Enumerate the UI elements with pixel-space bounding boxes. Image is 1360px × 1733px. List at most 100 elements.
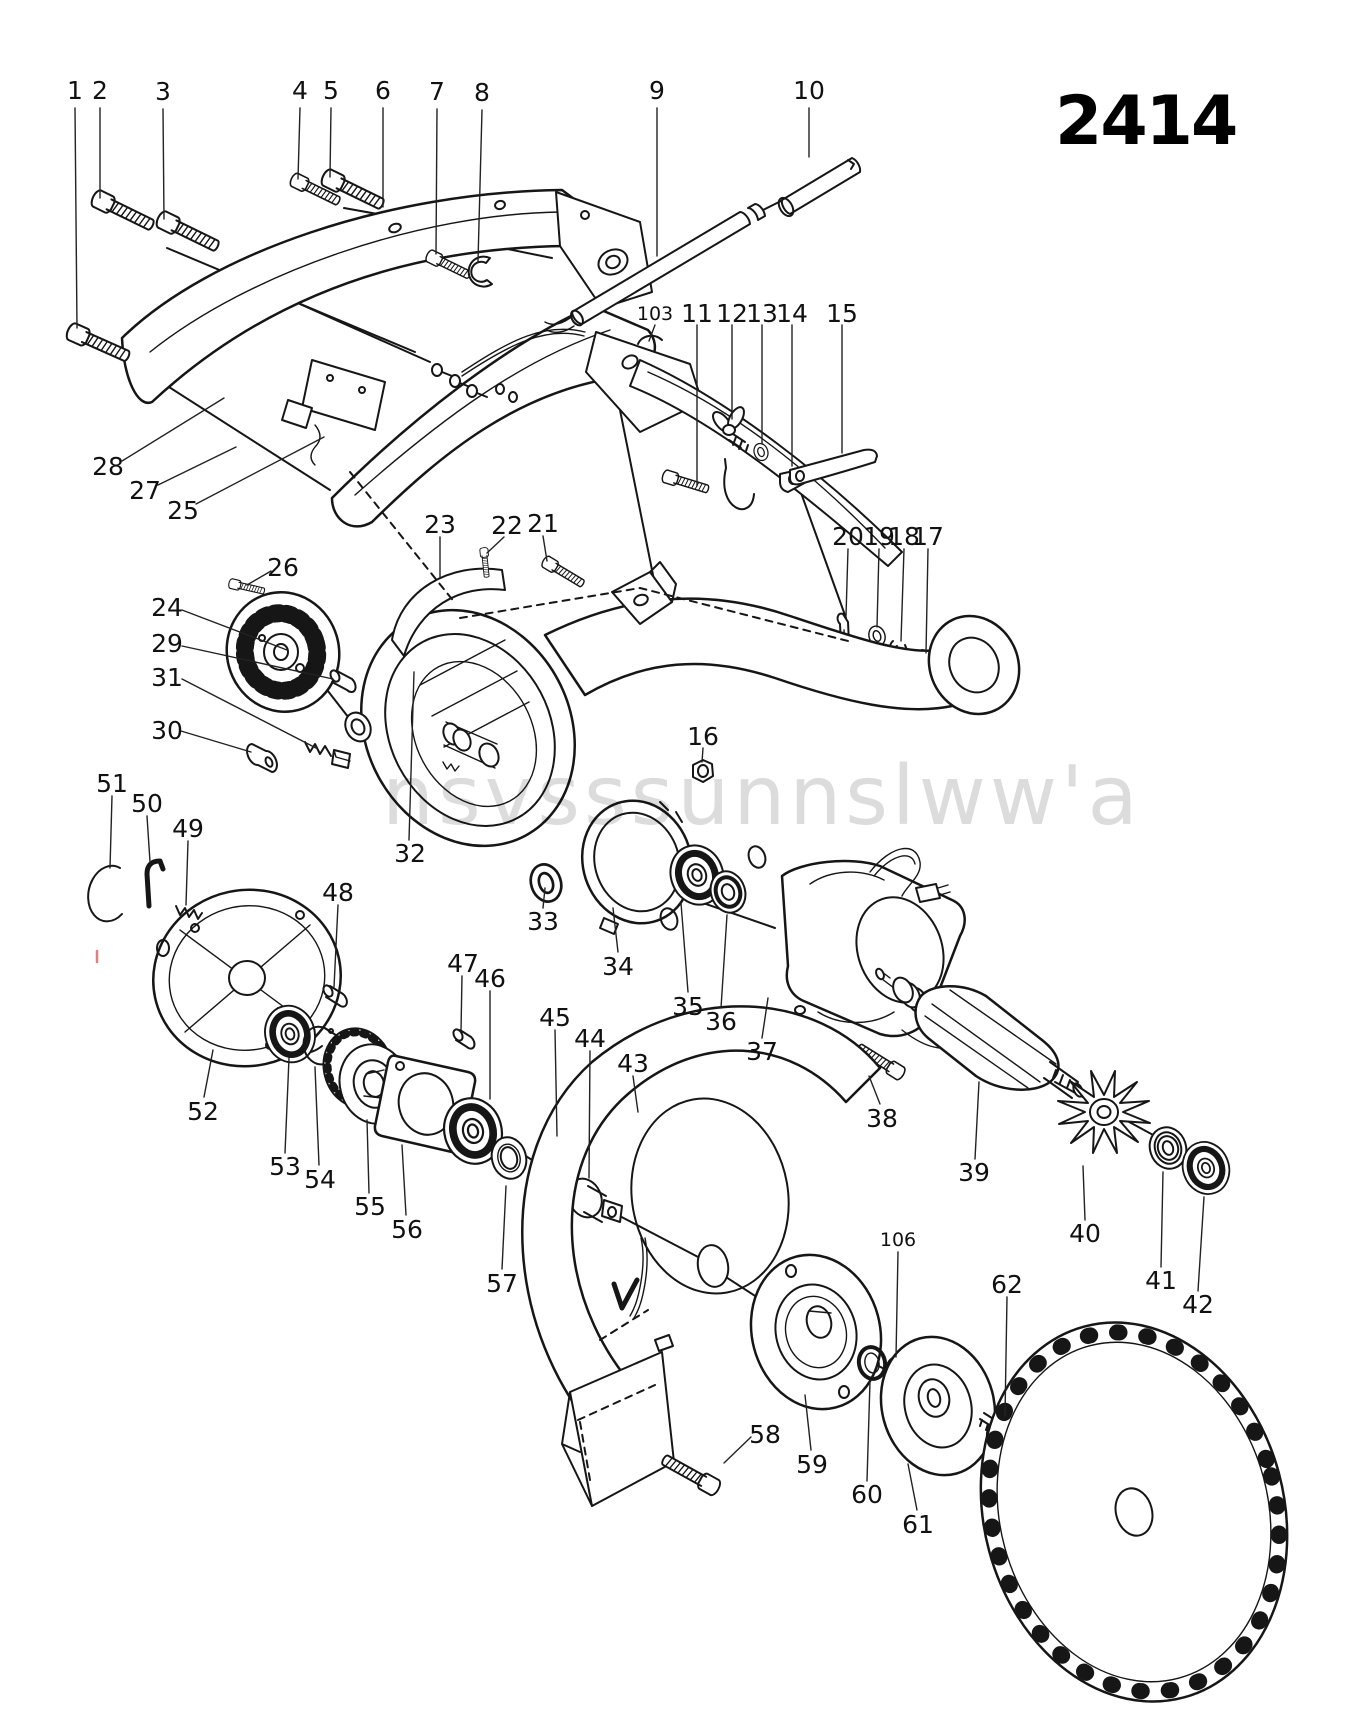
part-label-45: 45	[539, 1003, 571, 1032]
part-label-9: 9	[649, 76, 665, 105]
part-label-47: 47	[447, 949, 479, 978]
leader-line-26	[246, 570, 272, 586]
leader-line-44	[588, 1050, 591, 1179]
part-label-7: 7	[429, 77, 445, 106]
leader-line-60	[866, 1380, 871, 1482]
leader-line-35	[680, 902, 689, 993]
lower-handle	[330, 304, 903, 567]
leader-line-57	[501, 1185, 507, 1270]
leader-line-1	[74, 107, 78, 329]
leader-line-106	[895, 1251, 899, 1358]
outer-flange-61	[879, 1335, 997, 1477]
bolt-58	[658, 1450, 724, 1498]
grip-10	[777, 157, 862, 218]
part-label-103: 103	[637, 303, 673, 325]
leader-line-8	[477, 109, 483, 262]
leader-line-52	[203, 1049, 214, 1098]
hook-14b	[723, 458, 755, 511]
model-number: 2414	[1055, 82, 1238, 161]
part-label-38: 38	[866, 1104, 898, 1133]
part-label-35: 35	[672, 992, 704, 1021]
part-label-37: 37	[746, 1037, 778, 1066]
leader-line-103	[648, 324, 656, 342]
leader-line-24	[181, 609, 288, 651]
part-label-61: 61	[902, 1510, 934, 1539]
leader-line-37	[761, 997, 769, 1039]
part-label-44: 44	[574, 1024, 606, 1053]
leader-line-29	[181, 645, 334, 680]
part-label-22: 22	[491, 511, 523, 540]
leader-line-50	[146, 815, 151, 863]
part-label-50: 50	[131, 789, 163, 818]
part-label-58: 58	[749, 1420, 781, 1449]
part-label-36: 36	[705, 1007, 737, 1036]
leader-line-47	[460, 975, 463, 1032]
leader-line-39	[974, 1081, 980, 1160]
leader-line-27	[157, 446, 237, 486]
part-label-106: 106	[880, 1229, 916, 1251]
part-label-54: 54	[304, 1165, 336, 1194]
part-label-46: 46	[474, 964, 506, 993]
washer-57	[490, 1136, 528, 1180]
lock-lever-50	[144, 858, 166, 909]
part-label-1: 1	[67, 76, 83, 105]
leader-line-56	[401, 1144, 407, 1216]
part-label-25: 25	[167, 496, 199, 525]
ring-33	[524, 859, 568, 907]
part-label-52: 52	[187, 1097, 219, 1126]
leader-line-19	[876, 548, 880, 628]
leader-line-25	[195, 436, 325, 505]
leader-line-32	[408, 671, 415, 841]
pin-48	[322, 984, 348, 1008]
leader-line-28	[121, 397, 225, 462]
part-label-16: 16	[687, 722, 719, 751]
hex-nut-16	[692, 759, 714, 783]
leader-line-40	[1082, 1165, 1086, 1221]
part-label-23: 23	[424, 510, 456, 539]
leader-line-55	[366, 1119, 370, 1194]
leader-line-7	[435, 108, 438, 255]
screw-11	[660, 468, 711, 497]
part-label-2: 2	[92, 76, 108, 105]
leader-line-3	[162, 108, 165, 220]
part-label-34: 34	[602, 952, 634, 981]
leader-line-62	[1004, 1296, 1008, 1417]
part-label-14: 14	[776, 299, 808, 328]
spring-nut-31	[304, 741, 351, 769]
watermark-text: nsvsssunnslww'a	[382, 749, 1142, 844]
leader-line-54	[314, 1066, 320, 1166]
part-label-17: 17	[912, 522, 944, 551]
part-label-62: 62	[991, 1270, 1023, 1299]
blade-guard-43	[521, 1005, 882, 1507]
leader-line-51	[109, 795, 113, 869]
cap-disc-51	[87, 864, 123, 923]
leader-line-59	[804, 1394, 812, 1451]
motor-housing-32	[344, 561, 1021, 848]
guard-sheet-23	[391, 567, 506, 657]
leader-line-42	[1197, 1196, 1205, 1292]
pin-29	[329, 669, 357, 694]
washer-36	[709, 870, 747, 914]
baffle-plate-24	[225, 591, 341, 713]
part-label-5: 5	[323, 76, 339, 105]
o-rings	[659, 845, 767, 931]
part-label-18: 18	[888, 522, 920, 551]
leader-line-18	[900, 548, 905, 642]
leader-line-4	[297, 107, 301, 180]
part-label-27: 27	[129, 476, 161, 505]
part-label-29: 29	[151, 629, 183, 658]
part-label-19: 19	[863, 522, 895, 551]
part-label-51: 51	[96, 769, 128, 798]
leader-line-17	[925, 548, 929, 654]
part-label-26: 26	[267, 553, 299, 582]
leader-line-31	[181, 678, 317, 749]
screw-26	[227, 577, 267, 597]
part-label-4: 4	[292, 76, 308, 105]
lever-boss	[637, 334, 663, 345]
leader-line-16	[701, 747, 704, 763]
part-label-3: 3	[155, 77, 171, 106]
part-label-39: 39	[958, 1158, 990, 1187]
leader-line-22	[486, 536, 505, 554]
